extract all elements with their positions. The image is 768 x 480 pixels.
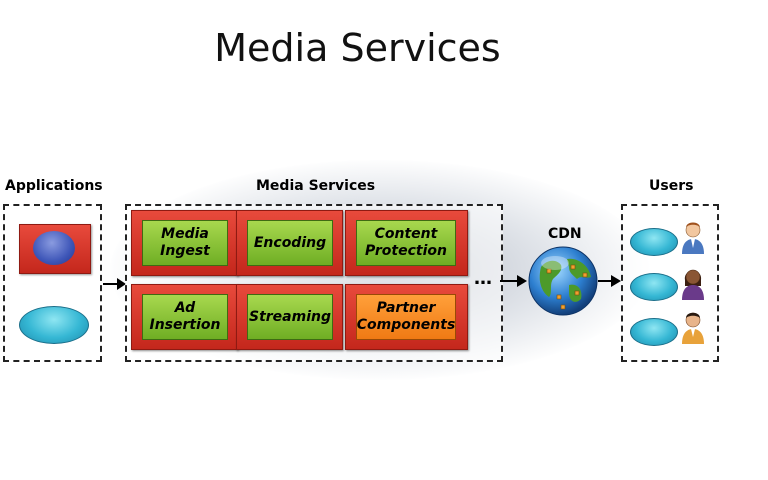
content-protection-label: Content Protection xyxy=(365,226,447,259)
user-person-icon xyxy=(682,222,704,254)
ad-insertion-label: Ad Insertion xyxy=(149,300,221,333)
streaming-box: Streaming xyxy=(247,294,333,340)
media-services-group: Media Ingest Encoding Content Protection… xyxy=(125,204,503,362)
page-title: Media Services xyxy=(214,26,501,70)
service-tile[interactable]: Content Protection xyxy=(345,210,468,276)
arrow-to-users xyxy=(598,275,621,287)
partner-components-label: Partner Components xyxy=(356,300,456,333)
content-protection-box: Content Protection xyxy=(356,220,456,266)
user-person-icon xyxy=(682,269,704,300)
user-oval-icon xyxy=(630,228,678,256)
service-tile[interactable]: Ad Insertion xyxy=(131,284,238,350)
streaming-label: Streaming xyxy=(249,308,331,325)
user-oval-icon xyxy=(630,273,678,301)
encoding-label: Encoding xyxy=(253,234,327,251)
encoding-box: Encoding xyxy=(247,220,333,266)
user-person-icon xyxy=(682,312,704,344)
service-tile[interactable]: Partner Components xyxy=(345,284,468,350)
applications-group xyxy=(3,204,102,362)
service-tile[interactable]: Media Ingest xyxy=(131,210,238,276)
users-group xyxy=(621,204,719,362)
media-ingest-label: Media Ingest xyxy=(160,226,210,259)
applications-header: Applications xyxy=(5,178,103,194)
media-services-header: Media Services xyxy=(256,178,376,194)
ad-insertion-box: Ad Insertion xyxy=(142,294,228,340)
users-header: Users xyxy=(649,178,694,194)
app-globe-icon xyxy=(33,231,75,265)
ellipsis: … xyxy=(474,268,493,289)
partner-components-box: Partner Components xyxy=(356,294,456,340)
service-tile[interactable]: Encoding xyxy=(236,210,343,276)
service-tile[interactable]: Streaming xyxy=(236,284,343,350)
cdn-label: CDN xyxy=(548,226,582,242)
user-oval-icon xyxy=(630,318,678,346)
globe-cdn-icon xyxy=(528,246,598,316)
media-ingest-box: Media Ingest xyxy=(142,220,228,266)
arrow-to-media-services xyxy=(103,278,126,290)
application-tile-icon xyxy=(19,224,91,274)
arrow-to-cdn xyxy=(500,275,527,287)
app-oval-icon xyxy=(19,306,89,344)
